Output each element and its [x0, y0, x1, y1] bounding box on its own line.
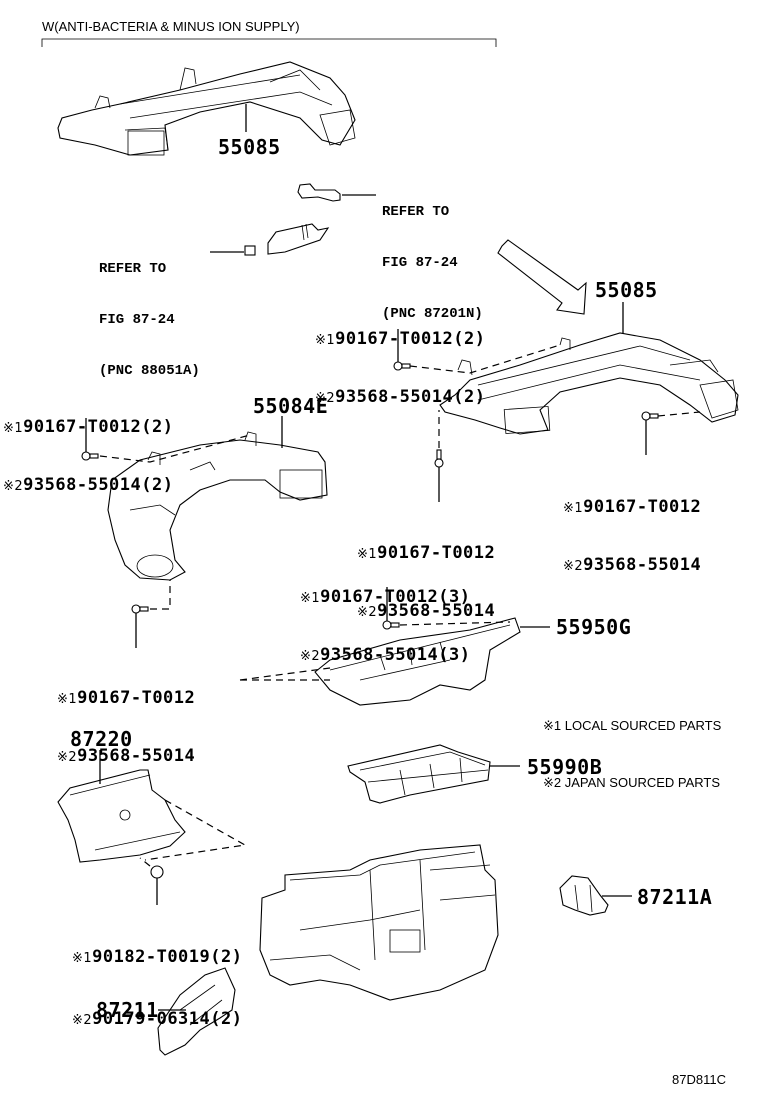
part-number: 90167-T0012(3): [320, 587, 471, 607]
part-number: 90167-T0012: [77, 688, 196, 708]
fastener-callout-left-bottom[interactable]: ※190167-T0012 ※293568-55014: [57, 651, 195, 786]
part-number: 93568-55014(2): [23, 475, 174, 495]
part-number: 90167-T0012(2): [335, 329, 486, 349]
direction-arrow: [497, 239, 587, 315]
reference-line: (PNC 88051A): [99, 363, 200, 379]
sensor-87201n-drawing: [297, 183, 341, 202]
reference-line: REFER TO: [382, 204, 450, 220]
reference-88051a[interactable]: REFER TO FIG 87-24 (PNC 88051A): [99, 227, 200, 397]
duct-55085-main-drawing: [439, 332, 739, 435]
part-number: 93568-55014: [77, 746, 196, 766]
note-marker: ※2: [357, 605, 378, 620]
part-number-55085-top[interactable]: 55085: [218, 135, 281, 159]
legend-note-japan: ※2 JAPAN SOURCED PARTS: [543, 775, 721, 790]
dashed-line-bolt-left-top: [99, 434, 251, 463]
part-number: 93568-55014(2): [335, 387, 486, 407]
note-marker: ※2: [563, 559, 584, 574]
register-55950g-drawing: [314, 617, 521, 706]
part-number: 90182-T0019(2): [92, 947, 243, 967]
register-55990b-drawing: [347, 744, 491, 804]
part-number-55990b[interactable]: 55990B: [527, 755, 603, 779]
part-number-55085-main[interactable]: 55085: [595, 278, 658, 302]
fastener-callout-main-bottom[interactable]: ※190167-T0012 ※293568-55014: [357, 506, 495, 641]
dashed-line-bolt-register: [399, 621, 511, 626]
legend-note-local: ※1 LOCAL SOURCED PARTS: [543, 718, 722, 733]
bolt-icon: [641, 411, 659, 421]
bolt-icon: [81, 451, 99, 461]
part-number-55084e[interactable]: 55084E: [253, 394, 329, 418]
bolt-icon: [131, 604, 149, 614]
part-number: 90167-T0012: [377, 543, 496, 563]
legend: ※1 LOCAL SOURCED PARTS ※2 JAPAN SOURCED …: [543, 678, 721, 811]
hvac-unit-drawing: [259, 844, 499, 1001]
note-marker: ※1: [300, 591, 321, 606]
duct-55085-top-drawing: [57, 61, 356, 156]
part-number-87211[interactable]: 87211: [96, 998, 159, 1022]
note-marker: ※1: [563, 501, 584, 516]
nut-icon: [150, 865, 164, 879]
variant-bracket: [41, 38, 497, 47]
note-marker: ※2: [57, 750, 78, 765]
note-marker: ※2: [315, 391, 336, 406]
part-number: 93568-55014: [583, 555, 702, 575]
part-number: 90167-T0012(2): [23, 417, 174, 437]
reference-line: FIG 87-24: [382, 255, 458, 271]
note-marker: ※2: [3, 479, 24, 494]
part-number-55950g[interactable]: 55950G: [556, 615, 632, 639]
part-number: 90167-T0012: [583, 497, 702, 517]
variant-note: W(ANTI-BACTERIA & MINUS ION SUPPLY): [42, 19, 300, 34]
cover-87211a-drawing: [559, 875, 609, 916]
note-marker: ※2: [300, 649, 321, 664]
note-marker: ※1: [72, 951, 93, 966]
part-number: 90179-06314(2): [92, 1009, 243, 1029]
reference-line: REFER TO: [99, 261, 167, 277]
reference-line: (PNC 87201N): [382, 306, 483, 322]
note-marker: ※1: [3, 421, 24, 436]
note-marker: ※1: [57, 692, 78, 707]
part-number-87220[interactable]: 87220: [70, 727, 133, 751]
fastener-callout-register[interactable]: ※190167-T0012(3) ※293568-55014(3): [300, 550, 470, 685]
reference-87201n[interactable]: REFER TO FIG 87-24 (PNC 87201N): [382, 170, 483, 340]
dashed-line-bolt-main-top: [409, 344, 561, 374]
part-number: 93568-55014(3): [320, 645, 471, 665]
bolt-icon: [434, 449, 444, 468]
duct-87220-drawing: [57, 769, 186, 863]
note-marker: ※2: [72, 1013, 93, 1028]
dashed-line-bolt-main-right: [657, 411, 701, 417]
dashed-line-87220: [139, 799, 247, 867]
fastener-callout-main-right[interactable]: ※190167-T0012 ※293568-55014: [563, 460, 701, 595]
note-marker: ※1: [315, 333, 336, 348]
dashed-line-bolt-left-bottom: [150, 580, 171, 610]
fastener-callout-left-top[interactable]: ※190167-T0012(2) ※293568-55014(2): [3, 380, 173, 515]
note-marker: ※1: [357, 547, 378, 562]
fastener-callout-87220[interactable]: ※190182-T0019(2) ※290179-06314(2): [72, 907, 242, 1051]
figure-id: 87D811C: [672, 1072, 726, 1087]
reference-line: FIG 87-24: [99, 312, 175, 328]
sensor-88051a-drawing: [244, 223, 330, 256]
part-number: 93568-55014: [377, 601, 496, 621]
dashed-line-register-left: [239, 667, 331, 681]
cover-87211-drawing: [157, 967, 236, 1056]
part-number-87211a[interactable]: 87211A: [637, 885, 713, 909]
fastener-callout-main-top[interactable]: ※190167-T0012(2) ※293568-55014(2): [315, 292, 485, 427]
